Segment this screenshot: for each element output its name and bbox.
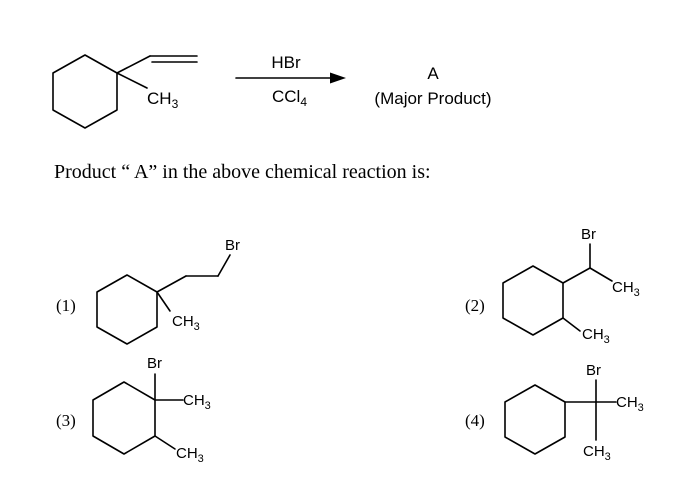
option-2-methyl-label-b: CH3 bbox=[582, 326, 610, 346]
option-4-br-label: Br bbox=[586, 362, 601, 379]
option-3-ring bbox=[92, 381, 156, 455]
option-3-methyl-label-b: CH3 bbox=[176, 445, 204, 465]
option-2: (2) Br CH3 CH3 bbox=[465, 226, 640, 346]
reactant-structure: CH3 bbox=[52, 54, 198, 129]
question-text: Product “ A” in the above chemical react… bbox=[54, 161, 431, 183]
reactant-methyl-label: CH3 bbox=[147, 89, 179, 111]
option-1-methyl-bond bbox=[156, 291, 171, 312]
option-2-number: (2) bbox=[465, 296, 485, 315]
option-3-methyl-label-a: CH3 bbox=[183, 392, 211, 412]
arrow-head bbox=[330, 72, 346, 84]
option-1-number: (1) bbox=[56, 296, 76, 315]
option-1-ring bbox=[96, 274, 158, 345]
option-4: (4) Br CH3 CH3 bbox=[465, 362, 644, 463]
option-4-methyl-label-a: CH3 bbox=[616, 394, 644, 414]
option-1-br-bond bbox=[217, 254, 231, 277]
reagent-hbr: HBr bbox=[271, 53, 301, 72]
option-3: (3) Br CH3 CH3 bbox=[56, 355, 211, 465]
product-letter: A bbox=[427, 64, 439, 83]
option-2-br-label: Br bbox=[581, 226, 596, 243]
major-product-note: (Major Product) bbox=[374, 89, 491, 108]
reaction-arrow-group: HBr CCl4 bbox=[235, 53, 346, 109]
option-2-side-bond bbox=[562, 267, 591, 284]
reactant-cyclohexane-ring bbox=[52, 54, 118, 129]
option-4-methyl-label-b: CH3 bbox=[583, 443, 611, 463]
option-1-chain-bond-1 bbox=[156, 275, 187, 293]
option-2-methyl-label-a: CH3 bbox=[612, 279, 640, 299]
option-1: (1) Br CH3 bbox=[56, 237, 240, 345]
option-3-number: (3) bbox=[56, 411, 76, 430]
option-2-ethyl-methyl-bond bbox=[589, 267, 613, 282]
reactant-vinyl-bond bbox=[116, 55, 151, 74]
reactant-methyl-bond bbox=[116, 72, 148, 89]
option-4-ring bbox=[504, 384, 566, 455]
option-1-methyl-label: CH3 bbox=[172, 313, 200, 333]
reagent-ccl4: CCl4 bbox=[272, 87, 307, 109]
option-2-ring bbox=[502, 265, 564, 336]
option-3-br-label: Br bbox=[147, 355, 162, 372]
option-4-number: (4) bbox=[465, 411, 485, 430]
option-2-ring-methyl-bond bbox=[562, 317, 581, 332]
option-3-methyl-bond-b bbox=[154, 435, 176, 450]
option-1-br-label: Br bbox=[225, 237, 240, 254]
